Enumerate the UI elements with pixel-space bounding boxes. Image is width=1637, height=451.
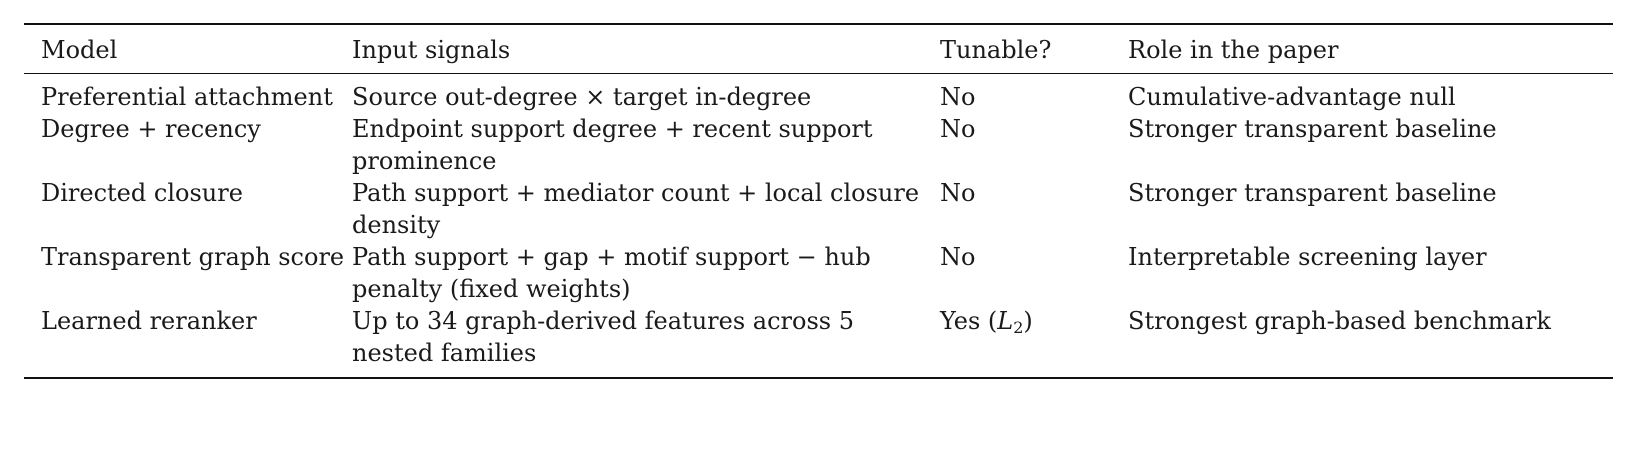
header-tunable: Tunable? [940, 36, 1052, 64]
cell-model: Degree + recency [41, 115, 261, 143]
math-subscript: 2 [1013, 318, 1024, 337]
table-row: Learned reranker Up to 34 graph-derived … [24, 305, 1613, 378]
cell-model: Preferential attachment [41, 83, 333, 111]
cell-role: Interpretable screening layer [1128, 243, 1487, 271]
cell-model: Transparent graph score [41, 243, 345, 271]
comparison-table-container: Model Input signals Tunable? Role in the… [24, 23, 1613, 379]
cell-role: Cumulative-advantage null [1128, 83, 1456, 111]
cell-input-signals: Source out-degree × target in-degree [352, 83, 812, 111]
table-row: Preferential attachment Source out-degre… [24, 74, 1613, 114]
cell-tunable: No [940, 83, 976, 111]
tunable-suffix: ) [1023, 307, 1033, 335]
cell-tunable: No [940, 243, 976, 271]
header-role: Role in the paper [1128, 36, 1339, 64]
cell-role: Stronger transparent baseline [1128, 115, 1497, 143]
header-row: Model Input signals Tunable? Role in the… [24, 24, 1613, 74]
cell-tunable: Yes (L2) [940, 305, 1128, 378]
table-body: Preferential attachment Source out-degre… [24, 74, 1613, 378]
table-header: Model Input signals Tunable? Role in the… [24, 24, 1613, 74]
model-comparison-table: Model Input signals Tunable? Role in the… [24, 23, 1613, 379]
header-model: Model [41, 36, 118, 64]
cell-input-signals: Path support + mediator count + local cl… [352, 179, 920, 239]
cell-model: Learned reranker [41, 307, 257, 335]
cell-input-signals: Path support + gap + motif support − hub… [352, 243, 871, 303]
table-row: Degree + recency Endpoint support degree… [24, 113, 1613, 177]
cell-role: Strongest graph-based benchmark [1128, 307, 1551, 335]
cell-model: Directed closure [41, 179, 243, 207]
table-row: Transparent graph score Path support + g… [24, 241, 1613, 305]
math-l-symbol: L [997, 307, 1014, 335]
cell-input-signals: Up to 34 graph-derived features across 5… [352, 307, 854, 367]
tunable-prefix: Yes ( [940, 307, 998, 335]
header-input-signals: Input signals [352, 36, 511, 64]
table-row: Directed closure Path support + mediator… [24, 177, 1613, 241]
cell-input-signals: Endpoint support degree + recent support… [352, 115, 873, 175]
cell-tunable: No [940, 179, 976, 207]
cell-tunable: No [940, 115, 976, 143]
cell-role: Stronger transparent baseline [1128, 179, 1497, 207]
